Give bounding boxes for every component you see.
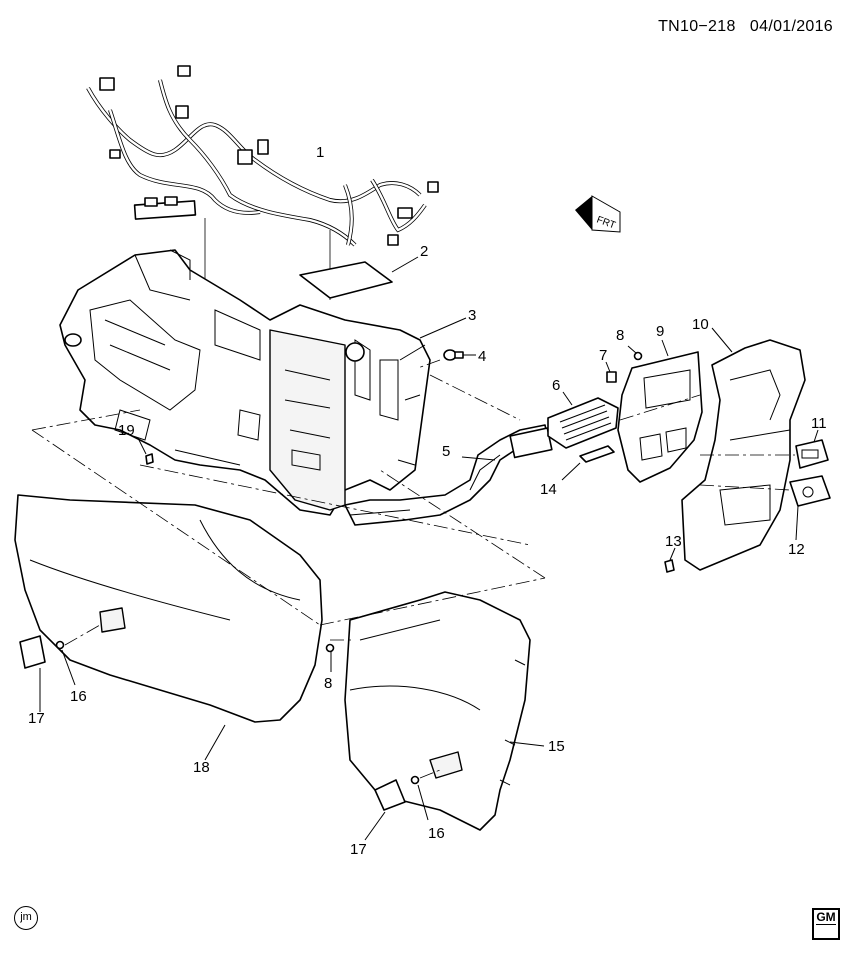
- callout-16-left: 16: [70, 688, 87, 705]
- fastener-19: [137, 437, 154, 465]
- cap-right: [364, 779, 406, 841]
- author-badge: jm: [14, 906, 38, 930]
- wiring-harness: [86, 65, 439, 330]
- clip: [605, 361, 617, 383]
- callout-19: 19: [118, 422, 135, 439]
- callout-6: 6: [552, 377, 560, 394]
- air-duct: [344, 424, 553, 526]
- callout-8-upper: 8: [616, 327, 624, 344]
- console-bracket: [59, 249, 467, 516]
- power-outlet: [789, 475, 831, 541]
- switch-module: [795, 429, 829, 469]
- right-side-panel: [344, 591, 545, 831]
- callout-12: 12: [788, 541, 805, 558]
- callout-13: 13: [665, 533, 682, 550]
- vent-outlet: [547, 391, 619, 449]
- callout-7: 7: [599, 347, 607, 364]
- insulator-pad: [299, 256, 419, 299]
- document-header: TN10−218 04/01/2016: [658, 18, 833, 36]
- callout-1: 1: [316, 144, 324, 161]
- document-id: TN10−218: [658, 18, 736, 35]
- callout-17-right: 17: [350, 841, 367, 858]
- support-bracket: [561, 445, 615, 481]
- fastener-left: [55, 640, 76, 686]
- callout-4: 4: [478, 348, 486, 365]
- callout-3: 3: [468, 307, 476, 324]
- callout-10: 10: [692, 316, 709, 333]
- callout-9: 9: [656, 323, 664, 340]
- callout-14: 14: [540, 481, 557, 498]
- callout-16-right: 16: [428, 825, 445, 842]
- callout-8-lower: 8: [324, 675, 332, 692]
- front-direction-arrow-icon: FRT: [575, 195, 621, 233]
- retainer-clip: [664, 547, 676, 573]
- screw-lower: [325, 643, 335, 672]
- instrument-bezel: [617, 339, 703, 483]
- gm-logo: GM: [812, 908, 840, 940]
- cap-left: [19, 635, 46, 712]
- bolt: [417, 349, 476, 369]
- left-side-panel: [14, 494, 323, 761]
- callout-18: 18: [193, 759, 210, 776]
- callout-17-left: 17: [28, 710, 45, 727]
- callout-5: 5: [442, 443, 450, 460]
- trim-panel: [681, 327, 806, 571]
- fastener-right: [410, 775, 429, 821]
- callout-labels: 1 2 3 4 5 6 7 8 9 10 11 12 13 14 15 16 1…: [28, 144, 827, 858]
- callout-11: 11: [811, 415, 827, 432]
- document-date: 04/01/2016: [749, 18, 833, 35]
- screw-upper: [627, 345, 643, 361]
- alignment-lines: [31, 374, 795, 779]
- callout-15: 15: [548, 738, 565, 755]
- callout-2: 2: [420, 243, 428, 260]
